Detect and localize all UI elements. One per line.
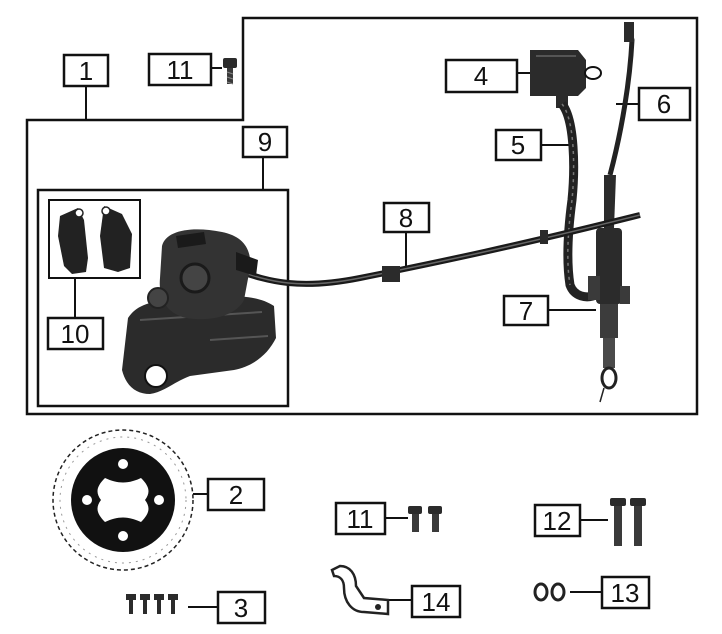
label-box-3: [216, 590, 267, 625]
brake-caliper: [122, 229, 276, 394]
brake-fluid-reservoir: [530, 50, 602, 108]
label-3: 3: [234, 593, 248, 623]
caliper-subassembly-box: [36, 188, 290, 408]
label-box-8: [382, 201, 431, 234]
label-12: 12: [543, 506, 572, 536]
label-box-7: [502, 294, 550, 327]
label-13: 13: [611, 578, 640, 608]
label-box-14: [410, 584, 462, 619]
brake-disc: [52, 429, 194, 571]
bolts-pair: [408, 506, 442, 532]
label-11-top: 11: [167, 55, 194, 85]
label-box-13: [600, 575, 651, 610]
label-5: 5: [511, 130, 525, 160]
brake-pads: [58, 206, 132, 274]
label-7: 7: [519, 296, 533, 326]
label-box-11-bottom: [334, 501, 387, 536]
disc-bolts: [126, 594, 178, 614]
assembly-outline: [25, 16, 699, 416]
leader-lines: [74, 67, 639, 608]
label-box-6: [637, 86, 692, 122]
label-box-12: [533, 503, 582, 538]
label-6: 6: [657, 89, 671, 119]
washers: [533, 582, 566, 602]
brake-master-cylinder: [588, 228, 630, 403]
label-box-9: [241, 125, 289, 159]
label-box-5: [494, 128, 543, 162]
label-14: 14: [422, 587, 451, 617]
label-2: 2: [229, 480, 243, 510]
label-box-4: [444, 58, 519, 94]
label-9: 9: [258, 127, 272, 157]
label-box-1: [62, 53, 110, 88]
label-1: 1: [79, 56, 93, 86]
long-bolts: [610, 498, 646, 546]
brake-rod: [604, 22, 635, 228]
label-box-11-top: [147, 52, 213, 87]
bolt-top: [223, 58, 237, 85]
label-8: 8: [399, 203, 413, 233]
hose-bracket: [330, 564, 390, 616]
label-4: 4: [474, 61, 488, 91]
reservoir-hose: [558, 101, 601, 302]
brake-hose: [235, 212, 641, 287]
label-box-10: [46, 316, 105, 351]
label-box-2: [206, 477, 266, 512]
label-11-bottom: 11: [347, 504, 374, 534]
label-10: 10: [61, 319, 90, 349]
brake-pads-box: [48, 199, 141, 279]
